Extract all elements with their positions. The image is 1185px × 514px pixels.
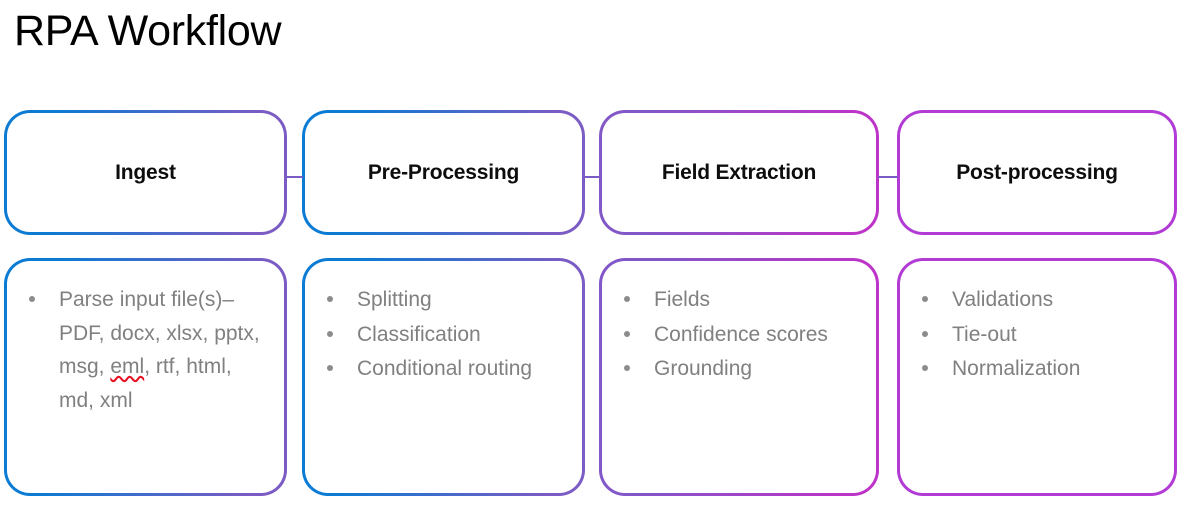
list-item: Confidence scores: [616, 318, 862, 352]
list-item: Classification: [319, 318, 568, 352]
bullet-dot-icon: [327, 330, 333, 337]
bullet-dot-icon: [624, 365, 630, 372]
bullet-dot-icon: [922, 365, 928, 372]
connector-field-extraction-to-post-processing: [878, 176, 898, 178]
bullet-list: Validations Tie-out Normalization: [914, 283, 1160, 386]
bullet-text: Conditional routing: [357, 357, 533, 381]
bullet-text: Splitting: [357, 288, 432, 311]
stage-content-inner: Validations Tie-out Normalization: [900, 261, 1174, 493]
stage-header-inner: Pre-Processing: [305, 113, 582, 232]
stage-header-inner: Field Extraction: [602, 113, 876, 232]
list-item: Conditional routing: [319, 352, 568, 386]
bullet-text: Normalization: [952, 357, 1081, 381]
connector-pre-processing-to-field-extraction: [585, 176, 600, 178]
list-item: Grounding: [616, 352, 862, 386]
bullet-text-misspelled: eml: [110, 355, 145, 379]
bullet-list: Splitting Classification Conditional rou…: [319, 283, 568, 386]
connector-ingest-to-pre-processing: [287, 176, 303, 178]
stage-content-inner: Parse input file(s)– PDF, docx, xlsx, pp…: [7, 261, 284, 493]
stage-header-post-processing[interactable]: Post-processing: [897, 110, 1177, 235]
stage-header-label: Pre-Processing: [367, 160, 520, 184]
list-item: Tie-out: [914, 318, 1160, 352]
list-item: Splitting: [319, 283, 568, 317]
list-item: Parse input file(s)– PDF, docx, xlsx, pp…: [21, 283, 270, 417]
stage-header-inner: Ingest: [7, 113, 284, 232]
bullet-text: Fields: [654, 288, 711, 311]
bullet-dot-icon: [327, 365, 333, 372]
bullet-dot-icon: [922, 330, 928, 337]
stage-header-field-extraction[interactable]: Field Extraction: [599, 110, 879, 235]
stage-content-pre-processing[interactable]: Splitting Classification Conditional rou…: [302, 258, 585, 496]
stage-content-post-processing[interactable]: Validations Tie-out Normalization: [897, 258, 1177, 496]
bullet-text: Classification: [357, 322, 481, 346]
stage-header-label: Post-processing: [956, 160, 1118, 184]
list-item: Normalization: [914, 352, 1160, 386]
stage-header-pre-processing[interactable]: Pre-Processing: [302, 110, 585, 235]
stage-content-field-extraction[interactable]: Fields Confidence scores Grounding: [599, 258, 879, 496]
stage-header-label: Ingest: [115, 160, 176, 184]
bullet-dot-icon: [624, 296, 630, 302]
stage-header-inner: Post-processing: [900, 113, 1174, 232]
bullet-text: Validations: [952, 288, 1054, 311]
bullet-text: Confidence scores: [654, 322, 828, 346]
page-title: RPA Workflow: [14, 7, 282, 55]
stage-content-ingest[interactable]: Parse input file(s)– PDF, docx, xlsx, pp…: [4, 258, 287, 496]
list-item: Validations: [914, 283, 1160, 317]
bullet-dot-icon: [624, 330, 630, 337]
bullet-text-segment-1: Parse input file(s)– PDF, docx, xlsx, pp…: [59, 288, 260, 379]
stage-header-ingest[interactable]: Ingest: [4, 110, 287, 235]
stage-content-inner: Fields Confidence scores Grounding: [602, 261, 876, 493]
bullet-dot-icon: [922, 296, 928, 302]
stage-content-inner: Splitting Classification Conditional rou…: [305, 261, 582, 493]
list-item: Fields: [616, 283, 862, 317]
bullet-text-segment-2: , rtf, html, md, xml: [59, 355, 232, 412]
bullet-list: Fields Confidence scores Grounding: [616, 283, 862, 386]
bullet-dot-icon: [327, 296, 333, 302]
bullet-text: Tie-out: [952, 322, 1017, 346]
stage-header-label: Field Extraction: [661, 160, 817, 184]
bullet-list: Parse input file(s)– PDF, docx, xlsx, pp…: [21, 283, 270, 417]
bullet-text: Grounding: [654, 357, 753, 381]
bullet-dot-icon: [29, 296, 35, 302]
